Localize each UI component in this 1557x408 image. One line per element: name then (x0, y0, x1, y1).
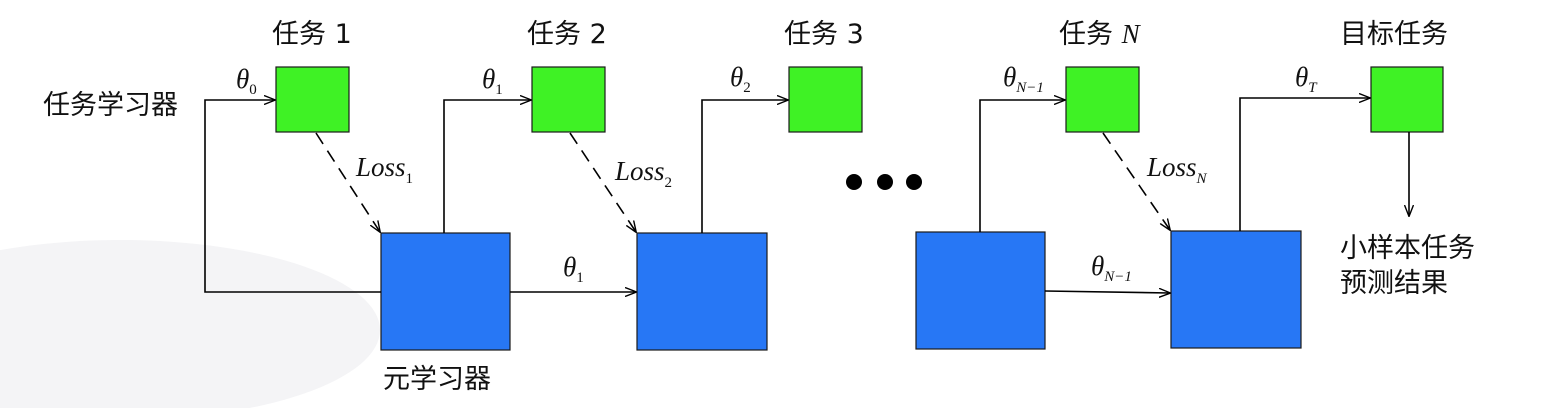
theta-2-label: θ2 (730, 62, 751, 96)
ellipsis-dot-1 (846, 174, 862, 190)
theta-1-top-label: θ1 (482, 64, 503, 98)
label-result-line1: 小样本任务 (1340, 233, 1475, 264)
label-task-2: 任务 2 (527, 19, 607, 50)
theta-n-minus-1-bottom-label: θN−1 (1091, 251, 1132, 285)
theta-0-label: θ0 (236, 64, 257, 98)
arrow-theta1-top (443, 100, 531, 233)
arrow-thetaT (1239, 98, 1370, 231)
loss-1-label: Loss1 (355, 152, 413, 187)
loss-n-label: LossN (1146, 152, 1208, 187)
ellipsis-dot-2 (877, 174, 893, 190)
label-task-1: 任务 1 (272, 19, 352, 50)
label-task-3: 任务 3 (784, 19, 864, 50)
arrow-loss-1 (315, 132, 380, 232)
meta-learner-box-n (1170, 230, 1302, 349)
background-shadow (0, 240, 380, 408)
task-2-box (531, 66, 606, 133)
arrow-thetaN-1-top (979, 100, 1065, 232)
theta-t-label: θT (1295, 62, 1318, 96)
task-1-box (275, 66, 350, 133)
theta-n-minus-1-top-label: θN−1 (1003, 62, 1044, 96)
arrow-theta0 (204, 100, 381, 293)
label-task-n: 任务 N (1059, 19, 1142, 50)
loss-2-label: Loss2 (614, 156, 672, 191)
meta-learner-box-2 (636, 232, 768, 351)
label-task-learner: 任务学习器 (43, 90, 178, 121)
meta-learner-box-n-minus-1 (915, 231, 1046, 350)
target-task-box (1370, 66, 1444, 133)
arrow-thetaN-1-bottom (1044, 291, 1170, 293)
arrow-theta2 (701, 100, 788, 233)
meta-learner-box-1 (380, 232, 511, 351)
label-meta-learner: 元学习器 (383, 364, 491, 395)
theta-1-bottom-label: θ1 (563, 252, 584, 286)
label-target-task: 目标任务 (1340, 19, 1448, 50)
task-3-box (788, 66, 863, 133)
label-result-line2: 预测结果 (1340, 268, 1448, 299)
ellipsis-dot-3 (906, 174, 922, 190)
task-n-box (1065, 66, 1140, 133)
